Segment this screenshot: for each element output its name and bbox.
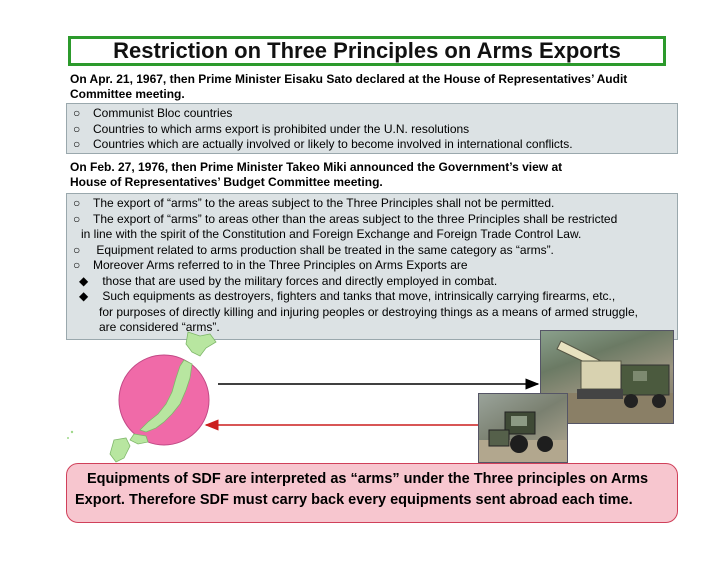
sub-list-item: ◆ Such equipments as destroyers, fighter… [79, 289, 616, 303]
intro-1967-line1: On Apr. 21, 1967, then Prime Minister Ei… [70, 72, 628, 86]
circle-bullet-icon: ○ [73, 137, 81, 151]
list-item-continuation: in line with the spirit of the Constitut… [81, 227, 582, 241]
bulldozer-icon [479, 411, 567, 462]
intro-1976-line2: House of Representatives’ Budget Committ… [70, 175, 383, 189]
diamond-bullet-icon: ◆ [79, 289, 89, 303]
circle-bullet-icon: ○ [73, 121, 81, 136]
excavator-truck-photo [540, 330, 674, 424]
list-item: ○Countries which are actually involved o… [73, 137, 573, 151]
list-item: ○The export of “arms” to the areas subje… [73, 196, 555, 210]
circle-bullet-icon: ○ [73, 242, 81, 257]
conclusion-box: Equipments of SDF are interpreted as “ar… [66, 463, 678, 523]
list-item: ○ Equipment related to arms production s… [73, 242, 554, 257]
circle-bullet-icon: ○ [73, 211, 81, 226]
sub-list-item: ◆ those that are used by the military fo… [79, 273, 498, 288]
list-item: ○Countries to which arms export is prohi… [73, 121, 470, 136]
list-item: ○Moreover Arms referred to in the Three … [73, 258, 468, 272]
circle-bullet-icon: ○ [73, 196, 81, 210]
list-item: ○Communist Bloc countries [73, 106, 233, 120]
conclusion-line1: Equipments of SDF are interpreted as “ar… [87, 471, 649, 487]
conclusion-line2: Export. Therefore SDF must carry back ev… [75, 492, 633, 508]
diamond-bullet-icon: ◆ [79, 273, 89, 288]
government-view-list: ○The export of “arms” to the areas subje… [66, 193, 678, 340]
circle-bullet-icon: ○ [73, 258, 81, 272]
ryukyu-dots [67, 430, 74, 439]
japan-highlight-circle [118, 354, 210, 446]
list-item: ○The export of “arms” to areas other tha… [73, 211, 618, 226]
intro-1967: On Apr. 21, 1967, then Prime Minister Ei… [70, 72, 690, 102]
intro-1967-line2: Committee meeting. [70, 87, 185, 101]
title-box: Restriction on Three Principles on Arms … [68, 36, 666, 66]
intro-1976-line1: On Feb. 27, 1976, then Prime Minister Ta… [70, 160, 563, 174]
sub-list-continuation: are considered “arms”. [99, 320, 220, 334]
arrows-diagram [204, 378, 540, 431]
japan-map-icon [67, 331, 217, 505]
circle-bullet-icon: ○ [73, 106, 81, 120]
sub-list-continuation: for purposes of directly killing and inj… [99, 304, 638, 319]
page-title: Restriction on Three Principles on Arms … [113, 38, 621, 63]
bulldozer-photo [478, 393, 568, 463]
intro-1976: On Feb. 27, 1976, then Prime Minister Ta… [70, 160, 690, 190]
three-principles-list: ○Communist Bloc countries ○Countries to … [66, 103, 678, 154]
